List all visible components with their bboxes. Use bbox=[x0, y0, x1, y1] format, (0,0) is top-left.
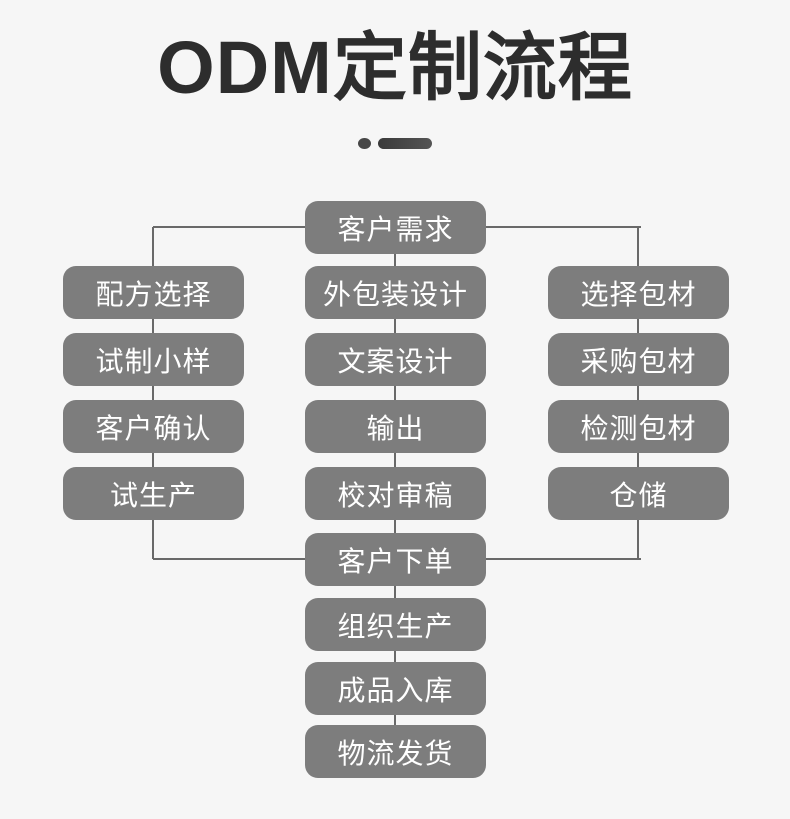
flow-step-purchase-packaging-material: 采购包材 bbox=[548, 333, 729, 386]
flow-step-organize-production: 组织生产 bbox=[305, 598, 486, 651]
page-title: ODM定制流程 bbox=[157, 26, 633, 109]
flow-step-test-packaging-material: 检测包材 bbox=[548, 400, 729, 453]
flow-step-output: 输出 bbox=[305, 400, 486, 453]
connector-left-vertical bbox=[152, 227, 154, 559]
flow-step-formula-selection: 配方选择 bbox=[63, 266, 244, 319]
flow-step-finished-goods-storage: 成品入库 bbox=[305, 662, 486, 715]
flow-step-customer-demand: 客户需求 bbox=[305, 201, 486, 254]
flow-step-proofreading-review: 校对审稿 bbox=[305, 467, 486, 520]
connector-right-vertical bbox=[637, 227, 639, 559]
flow-step-logistics-shipping: 物流发货 bbox=[305, 725, 486, 778]
flow-step-select-packaging-material: 选择包材 bbox=[548, 266, 729, 319]
divider-dot-icon bbox=[358, 137, 371, 149]
flow-step-customer-order: 客户下单 bbox=[305, 533, 486, 586]
flow-step-trial-production: 试生产 bbox=[63, 467, 244, 520]
flow-step-warehousing: 仓储 bbox=[548, 467, 729, 520]
flow-step-copywriting-design: 文案设计 bbox=[305, 333, 486, 386]
flow-step-customer-confirmation: 客户确认 bbox=[63, 400, 244, 453]
divider-bar-icon bbox=[378, 137, 432, 149]
flow-step-trial-sample: 试制小样 bbox=[63, 333, 244, 386]
title-divider bbox=[0, 137, 790, 149]
flow-step-outer-packaging-design: 外包装设计 bbox=[305, 266, 486, 319]
